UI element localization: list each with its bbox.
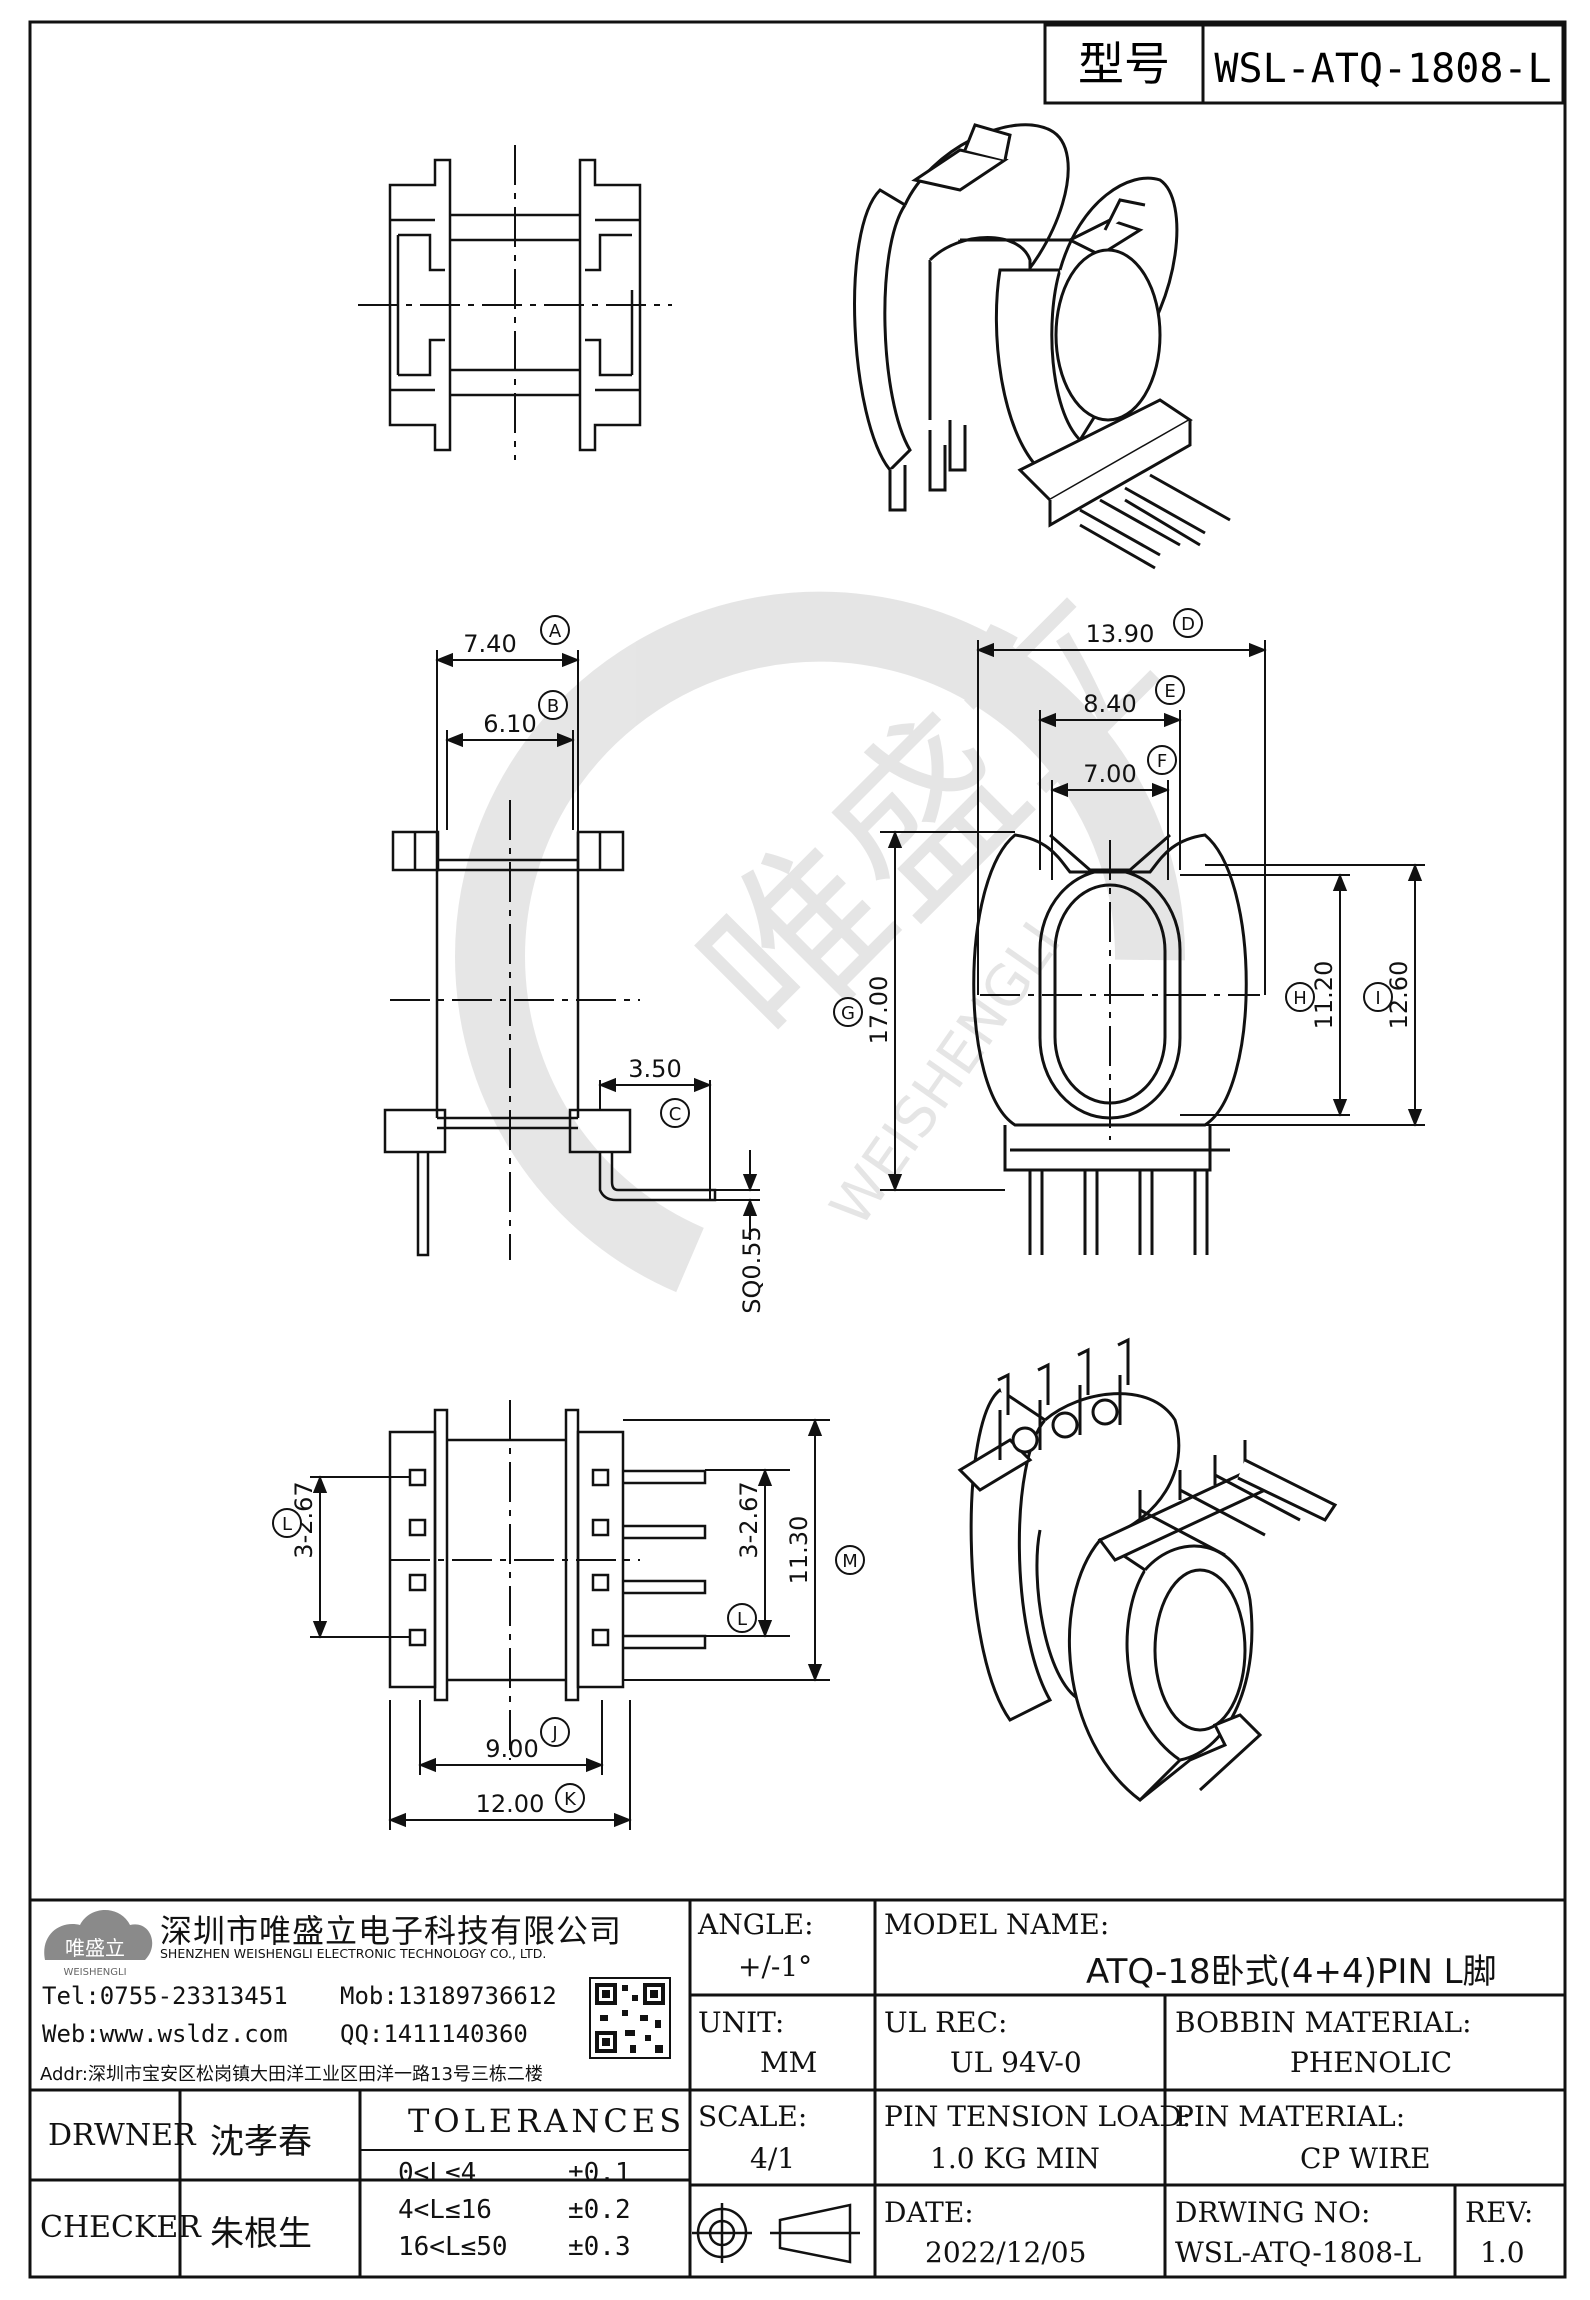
dim-e: 8.40	[1083, 690, 1136, 718]
pin-material-value: CP WIRE	[1300, 2142, 1431, 2175]
unit-value: MM	[760, 2046, 818, 2079]
checker-label: CHECKER	[40, 2210, 201, 2245]
bottom-view	[388, 1400, 707, 1760]
scale-value: 4/1	[750, 2142, 796, 2175]
projection-symbol	[692, 2203, 860, 2264]
callout-i: I	[1375, 988, 1380, 1009]
tension-label: PIN TENSION LOAD:	[884, 2100, 1192, 2133]
company-qq: QQ:1411140360	[340, 2020, 528, 2048]
checker-value: 朱根生	[210, 2214, 312, 2254]
dim-l-right: 3-2.67	[735, 1481, 763, 1558]
bobbin-label: BOBBIN MATERIAL:	[1175, 2006, 1472, 2039]
model-name-label: MODEL NAME:	[884, 1908, 1110, 1941]
model-header-box: 型号 WSL-ATQ-1808-L	[1043, 23, 1565, 105]
tol-range-3: 16<L≤50	[398, 2232, 508, 2262]
company-tel: Tel:0755-23313451	[42, 1982, 288, 2010]
bottom-view-dims	[310, 1418, 830, 1830]
angle-value: +/-1°	[738, 1950, 813, 1983]
callout-d: D	[1181, 614, 1195, 635]
dim-a: 7.40	[463, 630, 516, 658]
dim-c: 3.50	[628, 1055, 681, 1083]
model-code: WSL-ATQ-1808-L	[1214, 46, 1551, 92]
dim-m: 11.30	[785, 1516, 813, 1585]
drwing-no-value: WSL-ATQ-1808-L	[1175, 2236, 1422, 2269]
company-logo: 唯盛立 WEISHENGLI	[44, 1910, 153, 1978]
callout-h: H	[1293, 988, 1307, 1009]
callout-k: K	[564, 1789, 577, 1810]
callout-a: A	[549, 621, 562, 642]
callout-b: B	[547, 696, 559, 717]
isometric-view-1	[853, 123, 1231, 570]
company-web: Web:www.wsldz.com	[42, 2020, 288, 2048]
front-view	[972, 833, 1260, 1255]
drwing-no-label: DRWING NO:	[1175, 2196, 1371, 2229]
qr-code	[589, 1977, 671, 2059]
callout-letters: A B C D E F G H I L L M J K	[282, 614, 1381, 1810]
company-mob: Mob:13189736612	[340, 1982, 557, 2010]
drawer-value: 沈孝春	[210, 2122, 312, 2162]
tol-range-2: 4<L≤16	[398, 2195, 492, 2225]
scale-label: SCALE:	[698, 2100, 808, 2133]
company-addr: Addr:深圳市宝安区松岗镇大田洋工业区田洋一路13号三栋二楼	[40, 2064, 543, 2085]
company-name-cn: 深圳市唯盛立电子科技有限公司	[160, 1912, 623, 1950]
logo-sub: WEISHENGLI	[63, 1967, 126, 1978]
callout-m: M	[842, 1551, 858, 1572]
callouts	[272, 608, 1393, 1813]
bobbin-value: PHENOLIC	[1290, 2046, 1453, 2079]
rev-label: REV:	[1465, 2196, 1534, 2229]
top-view	[358, 145, 672, 460]
dim-k: 12.00	[476, 1790, 545, 1818]
tol-value-2: ±0.2	[568, 2195, 631, 2225]
date-label: DATE:	[884, 2196, 974, 2229]
tol-value-3: ±0.3	[568, 2232, 631, 2262]
tension-value: 1.0 KG MIN	[930, 2142, 1100, 2175]
front-view-dim-labels: 13.90 8.40 7.00 17.00 11.20 12.60	[865, 620, 1413, 1044]
callout-l-right: L	[737, 1609, 747, 1630]
company-name-en: SHENZHEN WEISHENGLI ELECTRONIC TECHNOLOG…	[160, 1946, 547, 1961]
model-name-value: ATQ-18卧式(4+4)PIN L脚	[1086, 1952, 1497, 1992]
callout-g: G	[841, 1003, 855, 1024]
tol-value-1: ±0.1	[568, 2158, 631, 2188]
unit-label: UNIT:	[698, 2006, 785, 2039]
callout-f: F	[1157, 751, 1167, 772]
tolerances-title: TOLERANCES	[408, 2102, 686, 2140]
isometric-view-2	[957, 1337, 1338, 1802]
dim-f: 7.00	[1083, 760, 1136, 788]
side-view	[383, 800, 717, 1260]
front-view-dims	[880, 640, 1425, 1192]
dim-d: 13.90	[1086, 620, 1155, 648]
callout-e: E	[1164, 681, 1175, 702]
ul-label: UL REC:	[884, 2006, 1008, 2039]
side-view-dim-labels: 7.40 6.10 3.50 SQ0.55	[463, 630, 766, 1314]
dim-sq: SQ0.55	[738, 1226, 766, 1314]
side-view-dims	[435, 650, 760, 1240]
callout-j: J	[551, 1723, 557, 1744]
dim-g: 17.00	[865, 976, 893, 1045]
logo-text: 唯盛立	[65, 1936, 125, 1960]
title-block-grid	[30, 1898, 1565, 2277]
pin-material-label: PIN MATERIAL:	[1175, 2100, 1406, 2133]
callout-c: C	[669, 1104, 682, 1125]
callout-l-left: L	[282, 1514, 292, 1535]
rev-value: 1.0	[1480, 2236, 1525, 2269]
watermark: 唯盛立 WEISHENGLI	[455, 551, 1192, 1293]
ul-value: UL 94V-0	[950, 2046, 1082, 2079]
sheet-border	[28, 20, 1567, 2279]
model-label: 型号	[1078, 37, 1170, 91]
tol-range-1: 0<L≤4	[398, 2158, 477, 2188]
drawer-label: DRWNER	[48, 2118, 196, 2153]
dim-j: 9.00	[485, 1735, 538, 1763]
bottom-view-dim-labels: 3-2.67 3-2.67 11.30 9.00 12.00	[290, 1481, 813, 1818]
dim-b: 6.10	[483, 710, 536, 738]
date-value: 2022/12/05	[925, 2236, 1087, 2269]
angle-label: ANGLE:	[698, 1908, 814, 1941]
